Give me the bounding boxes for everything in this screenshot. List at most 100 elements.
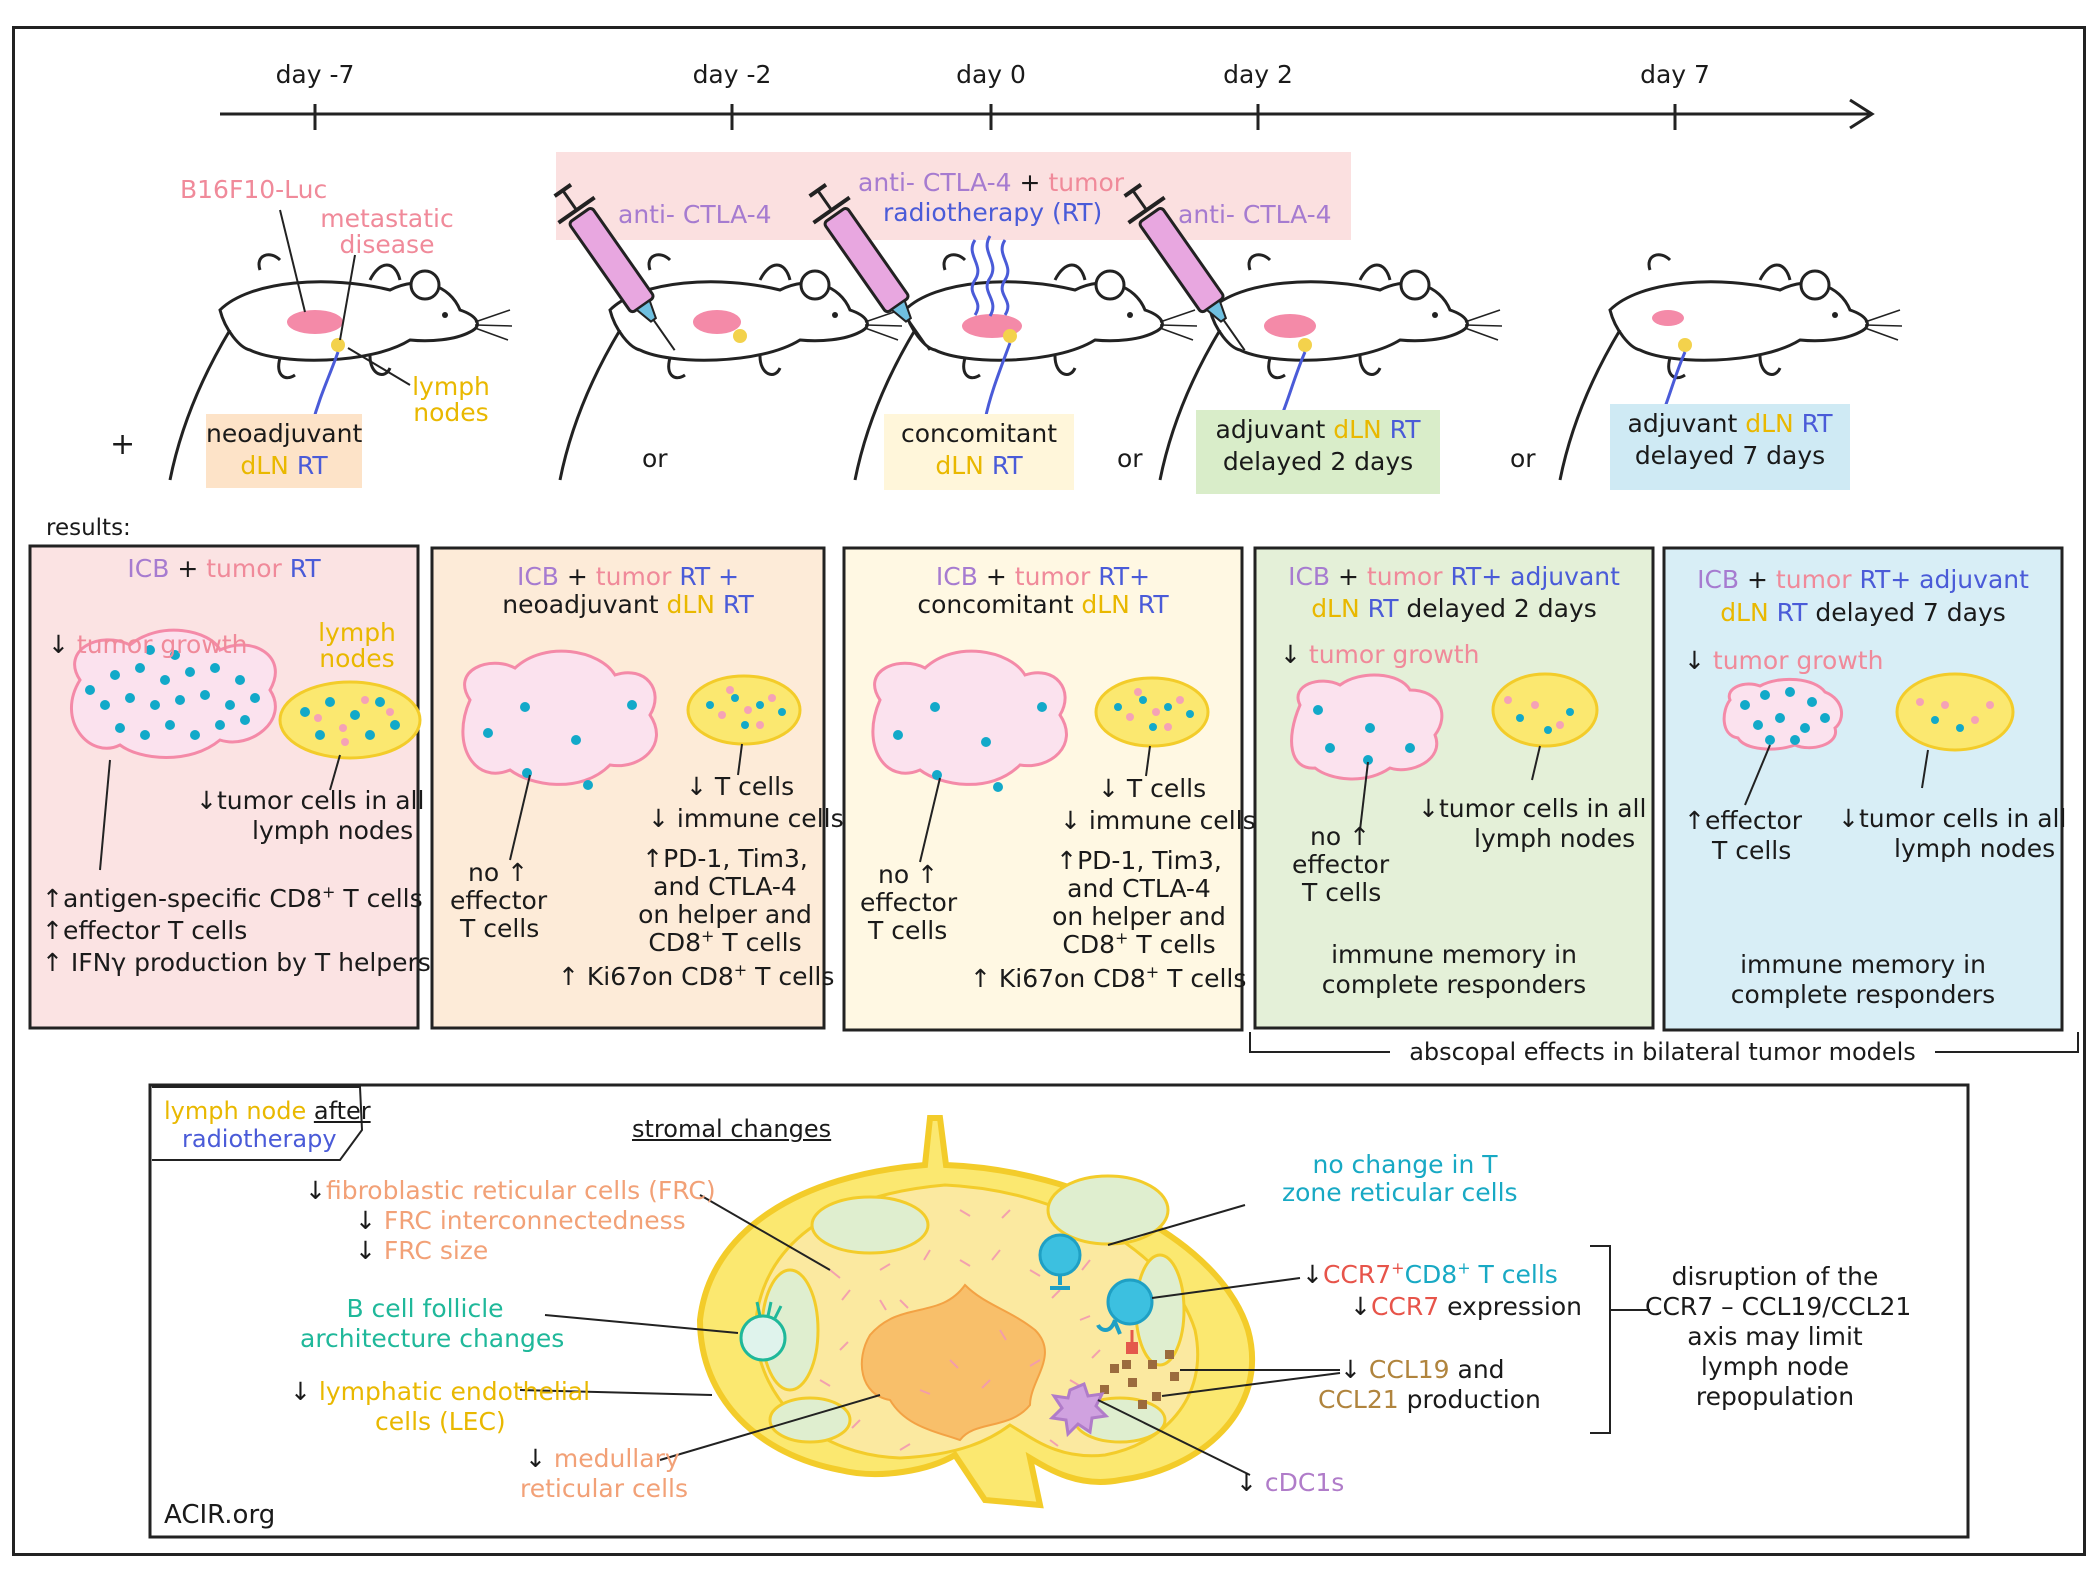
- ln-panel-4: [1491, 672, 1599, 748]
- disruption-label: lymph node: [1700, 1352, 1850, 1381]
- result-line: and CTLA-4: [653, 872, 797, 901]
- panel-1-bg: [28, 544, 420, 1030]
- b-cell-follicle-icon: [739, 1314, 787, 1362]
- legend-radiotherapy: radiotherapy: [182, 1125, 337, 1153]
- disruption-label: CCR7 – CCL19/CCL21: [1645, 1292, 1912, 1321]
- result-line: effector: [860, 888, 958, 917]
- result-line: CD8+ T cells: [1062, 928, 1216, 959]
- memory-label: immune memory in: [1740, 950, 1986, 979]
- result-line: ↑ Ki67on CD8+ T cells: [970, 962, 1247, 993]
- panel-3-title: ICB + tumor RT+: [935, 562, 1151, 591]
- result-line: effector: [1292, 850, 1390, 879]
- b16-label: B16F10-Luc: [180, 175, 328, 204]
- tumor-5: [1652, 310, 1684, 326]
- lymph-node-3: [1003, 329, 1017, 343]
- result-line: ↑effector T cells: [42, 916, 248, 945]
- result-line: CD8+ T cells: [648, 926, 802, 957]
- metastatic-label: metastatic: [320, 204, 454, 233]
- or-label: or: [1510, 444, 1536, 473]
- t-zone-cell-icon: [1038, 1233, 1082, 1277]
- treatment-band: [556, 152, 1351, 240]
- result-line: ↑PD-1, Tim3,: [1056, 846, 1222, 875]
- panel-2-title: ICB + tumor RT +: [516, 562, 740, 591]
- result-line: ↓ T cells: [686, 772, 795, 801]
- ccl-label: ↓ CCL19 and: [1340, 1355, 1505, 1384]
- ln-panel-1: [278, 680, 422, 760]
- result-line: ↓ immune cells: [648, 804, 844, 833]
- nodes-label: nodes: [413, 398, 489, 427]
- tumor-1: [287, 310, 343, 334]
- legend-title: lymph node after: [164, 1097, 371, 1125]
- result-line: on helper and: [1052, 902, 1226, 931]
- medullary-label: reticular cells: [520, 1474, 688, 1503]
- legend-frame: [152, 1086, 364, 1161]
- day-label: day 7: [1640, 60, 1710, 89]
- bcell-label: architecture changes: [300, 1324, 565, 1353]
- source-label: ACIR.org: [164, 1500, 276, 1530]
- disruption-label: disruption of the: [1671, 1262, 1879, 1291]
- memory-label: complete responders: [1321, 970, 1587, 999]
- ccr7-receptor: [1126, 1342, 1138, 1354]
- day-label: day -2: [692, 60, 772, 89]
- day-label: day -7: [275, 60, 355, 89]
- panel-4-title: ICB + tumor RT+ adjuvant: [1288, 562, 1620, 591]
- concomitant-treatment-label: anti- CTLA-4 + tumor: [858, 168, 1125, 197]
- tumor-cells-label: ↓tumor cells in all: [196, 786, 425, 815]
- ccr7-expression-label: ↓CCR7 expression: [1350, 1292, 1582, 1321]
- result-line: ↑PD-1, Tim3,: [642, 844, 808, 873]
- memory-label: complete responders: [1730, 980, 1996, 1009]
- panel-2-subtitle: neoadjuvant dLN RT: [502, 590, 754, 619]
- result-line: no ↑: [878, 860, 939, 889]
- result-line: ↓ immune cells: [1060, 806, 1256, 835]
- ccl-label: CCL21 production: [1318, 1385, 1541, 1414]
- frc-label: ↓ FRC interconnectedness: [355, 1206, 686, 1235]
- cdc1-cell-icon: [1048, 1381, 1110, 1438]
- result-line: T cells: [1302, 878, 1382, 907]
- timeline-arrowhead: [1849, 98, 1875, 130]
- tumor-growth-label: ↓ tumor growth: [48, 630, 248, 659]
- tumor-2: [693, 310, 741, 334]
- disruption-label: repopulation: [1695, 1382, 1855, 1411]
- result-line: ↑ IFNγ production by T helpers: [42, 948, 431, 977]
- lymph-node-5: [1678, 338, 1692, 352]
- day-label: day 2: [1223, 60, 1293, 89]
- nodes-label: nodes: [319, 644, 395, 673]
- day-label: day 0: [956, 60, 1026, 89]
- panel-5-subtitle: dLN RT delayed 7 days: [1720, 598, 2006, 627]
- disruption-bracket: [1590, 1245, 1650, 1434]
- panel-5-title: ICB + tumor RT+ adjuvant: [1697, 565, 2029, 594]
- result-line: ↓ T cells: [1098, 774, 1207, 803]
- tumor-cells-label: lymph nodes: [1474, 824, 1636, 853]
- tumor-panel-3: [871, 649, 1068, 786]
- plus-sign: +: [110, 427, 136, 462]
- figure-frame: [12, 26, 2086, 1556]
- tumor-cells-label: lymph nodes: [1894, 834, 2056, 863]
- schedule-concomitant: concomitant dLN RT: [884, 414, 1074, 490]
- bcell-label: B cell follicle: [346, 1294, 504, 1323]
- mouse-2: [558, 253, 904, 482]
- result-line: no ↑: [1310, 822, 1371, 851]
- lec-label: ↓ lymphatic endothelial: [290, 1377, 591, 1406]
- results-label: results:: [46, 515, 131, 541]
- abscopal-label: abscopal effects in bilateral tumor mode…: [1409, 1038, 1916, 1066]
- result-line: T cells: [1712, 836, 1792, 865]
- tumor-cells-label: lymph nodes: [252, 816, 414, 845]
- schedule-adjuvant-2d: adjuvant dLN RT delayed 2 days: [1196, 410, 1440, 494]
- disruption-label: axis may limit: [1687, 1322, 1863, 1351]
- lymph-label: lymph: [318, 618, 396, 647]
- result-line: effector: [450, 886, 548, 915]
- tumor-growth-label: ↓ tumor growth: [1280, 640, 1480, 669]
- panel-1-title: ICB + tumor RT: [127, 554, 321, 583]
- frc-label: ↓ FRC size: [355, 1236, 489, 1265]
- panel-4-bg: [1253, 546, 1655, 1030]
- schedule-neoadjuvant: neoadjuvant dLN RT: [206, 414, 362, 488]
- tumor-cells-label: ↓tumor cells in all: [1418, 794, 1647, 823]
- radiotherapy-label: radiotherapy (RT): [883, 198, 1103, 227]
- frc-label: ↓fibroblastic reticular cells (FRC): [305, 1176, 716, 1205]
- lymph-node-4: [1298, 338, 1312, 352]
- memory-label: immune memory in: [1331, 940, 1577, 969]
- panel-3-subtitle: concomitant dLN RT: [917, 590, 1169, 619]
- result-line: T cells: [868, 916, 948, 945]
- result-line: and CTLA-4: [1067, 874, 1211, 903]
